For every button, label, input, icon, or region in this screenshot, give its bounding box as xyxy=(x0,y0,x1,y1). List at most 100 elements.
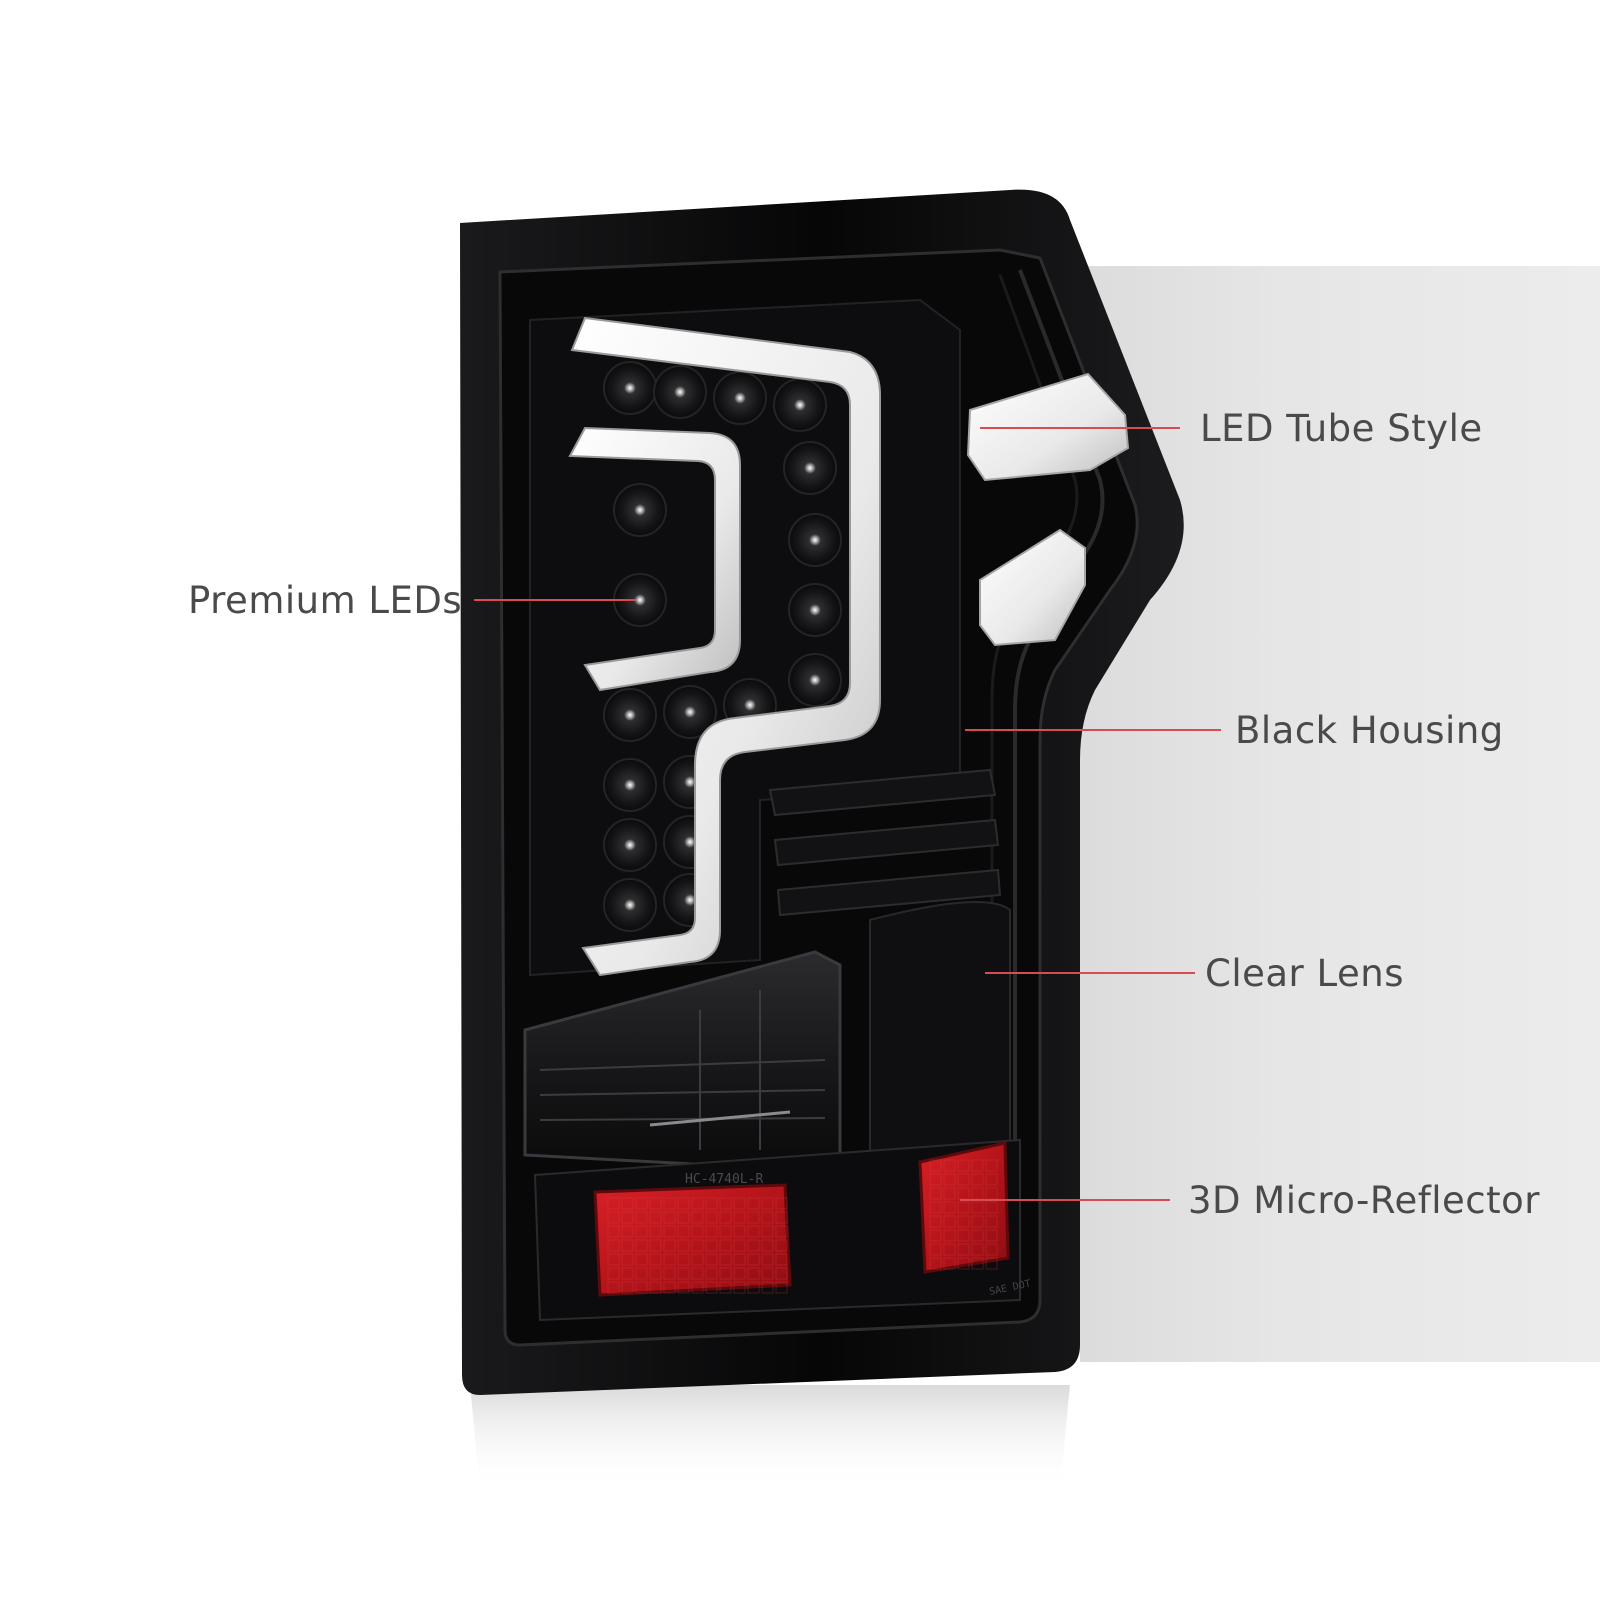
premium-led-array xyxy=(603,361,842,932)
callout-label: LED Tube Style xyxy=(1200,406,1483,450)
reflector-facet xyxy=(719,1253,732,1266)
led-chip xyxy=(624,709,636,721)
reflector-facet xyxy=(691,1267,704,1280)
reflector-facet xyxy=(705,1253,718,1266)
reflector-facet xyxy=(929,1215,942,1228)
micro-reflector-left xyxy=(593,1183,792,1297)
reflector-facet xyxy=(971,1159,984,1172)
led-light-tube-outer xyxy=(570,316,881,977)
reflector-facet xyxy=(677,1225,690,1238)
reflector-facet xyxy=(607,1225,620,1238)
reflector-facet xyxy=(719,1267,732,1280)
reflector-facet xyxy=(747,1211,760,1224)
reflector-facet xyxy=(929,1243,942,1256)
reflector-facet xyxy=(677,1197,690,1210)
housing-slot-ribs xyxy=(768,768,1002,917)
reflector-facet xyxy=(775,1239,788,1252)
reflector-facet xyxy=(929,1229,942,1242)
reflector-facet xyxy=(747,1197,760,1210)
reflector-facet xyxy=(733,1253,746,1266)
lower-side-light-bar xyxy=(979,528,1086,647)
callout-led-tube-style: LED Tube Style xyxy=(980,406,1483,450)
led-chip xyxy=(684,706,696,718)
reflector-facet xyxy=(929,1257,942,1270)
callout-line xyxy=(985,972,1195,974)
reflector-facet xyxy=(705,1197,718,1210)
reflector-facet xyxy=(747,1281,760,1294)
callout-black-housing: Black Housing xyxy=(965,708,1504,752)
led-chip xyxy=(684,776,696,788)
led-chip xyxy=(794,399,806,411)
reflector-facet xyxy=(719,1281,732,1294)
reflector-facet xyxy=(971,1229,984,1242)
reflector-facet xyxy=(971,1243,984,1256)
reflector-facet xyxy=(733,1225,746,1238)
reflector-facet xyxy=(691,1253,704,1266)
callout-line xyxy=(960,1199,1170,1201)
reflector-facet xyxy=(929,1173,942,1186)
reflector-facet xyxy=(985,1173,998,1186)
reflector-facet xyxy=(747,1267,760,1280)
callout-label: 3D Micro-Reflector xyxy=(1188,1178,1540,1222)
reflector-facet xyxy=(985,1159,998,1172)
reflector-facet xyxy=(943,1173,956,1186)
backdrop-panel xyxy=(1080,266,1600,1362)
reflector-facet xyxy=(691,1225,704,1238)
reflector-facet xyxy=(957,1215,970,1228)
callout-label: Premium LEDs xyxy=(188,578,463,622)
reflector-facet xyxy=(775,1225,788,1238)
reflector-facet xyxy=(775,1267,788,1280)
reflector-facet xyxy=(943,1201,956,1214)
reflector-facet xyxy=(635,1253,648,1266)
reflector-facet xyxy=(649,1225,662,1238)
reflector-facet xyxy=(943,1257,956,1270)
reflector-facet xyxy=(677,1281,690,1294)
reflector-facet xyxy=(985,1243,998,1256)
reflector-facet xyxy=(971,1173,984,1186)
reflector-facet xyxy=(663,1239,676,1252)
callout-label: Black Housing xyxy=(1235,708,1504,752)
reflector-facet xyxy=(663,1267,676,1280)
reflector-facet xyxy=(733,1211,746,1224)
reflector-facet xyxy=(761,1211,774,1224)
reflector-facet xyxy=(607,1197,620,1210)
reflector-facet xyxy=(705,1239,718,1252)
reflector-facet xyxy=(621,1225,634,1238)
led-chip xyxy=(684,894,696,906)
reflector-facet xyxy=(733,1281,746,1294)
callout-line xyxy=(474,599,637,601)
reflector-facet xyxy=(607,1281,620,1294)
reflector-facet xyxy=(733,1239,746,1252)
reflector-facet xyxy=(943,1243,956,1256)
led-chip xyxy=(624,779,636,791)
reflector-facet xyxy=(747,1253,760,1266)
lens-reflector-facets xyxy=(539,990,826,1150)
reflector-facet xyxy=(691,1197,704,1210)
micro-reflector-right xyxy=(918,1141,1010,1274)
reflector-facet xyxy=(607,1239,620,1252)
reflector-facet xyxy=(719,1197,732,1210)
callout-3d-micro-reflector: 3D Micro-Reflector xyxy=(960,1178,1540,1222)
micro-reflector-right-pattern xyxy=(929,1159,998,1270)
reflector-facet xyxy=(691,1281,704,1294)
reflector-facet xyxy=(635,1239,648,1252)
reflector-facet xyxy=(957,1257,970,1270)
led-chip xyxy=(744,699,756,711)
micro-reflector-left-pattern xyxy=(607,1197,788,1294)
reflector-facet xyxy=(607,1267,620,1280)
reflector-facet xyxy=(705,1225,718,1238)
led-chip xyxy=(734,392,746,404)
reflector-facet xyxy=(985,1257,998,1270)
led-chip xyxy=(684,836,696,848)
reflector-facet xyxy=(929,1187,942,1200)
reflector-facet xyxy=(677,1267,690,1280)
led-chip xyxy=(809,604,821,616)
reflector-facet xyxy=(621,1267,634,1280)
led-chip xyxy=(624,899,636,911)
reflector-facet xyxy=(621,1197,634,1210)
reflector-facet xyxy=(761,1225,774,1238)
reflector-facet xyxy=(733,1267,746,1280)
reflector-facet xyxy=(677,1211,690,1224)
reflector-facet xyxy=(719,1239,732,1252)
